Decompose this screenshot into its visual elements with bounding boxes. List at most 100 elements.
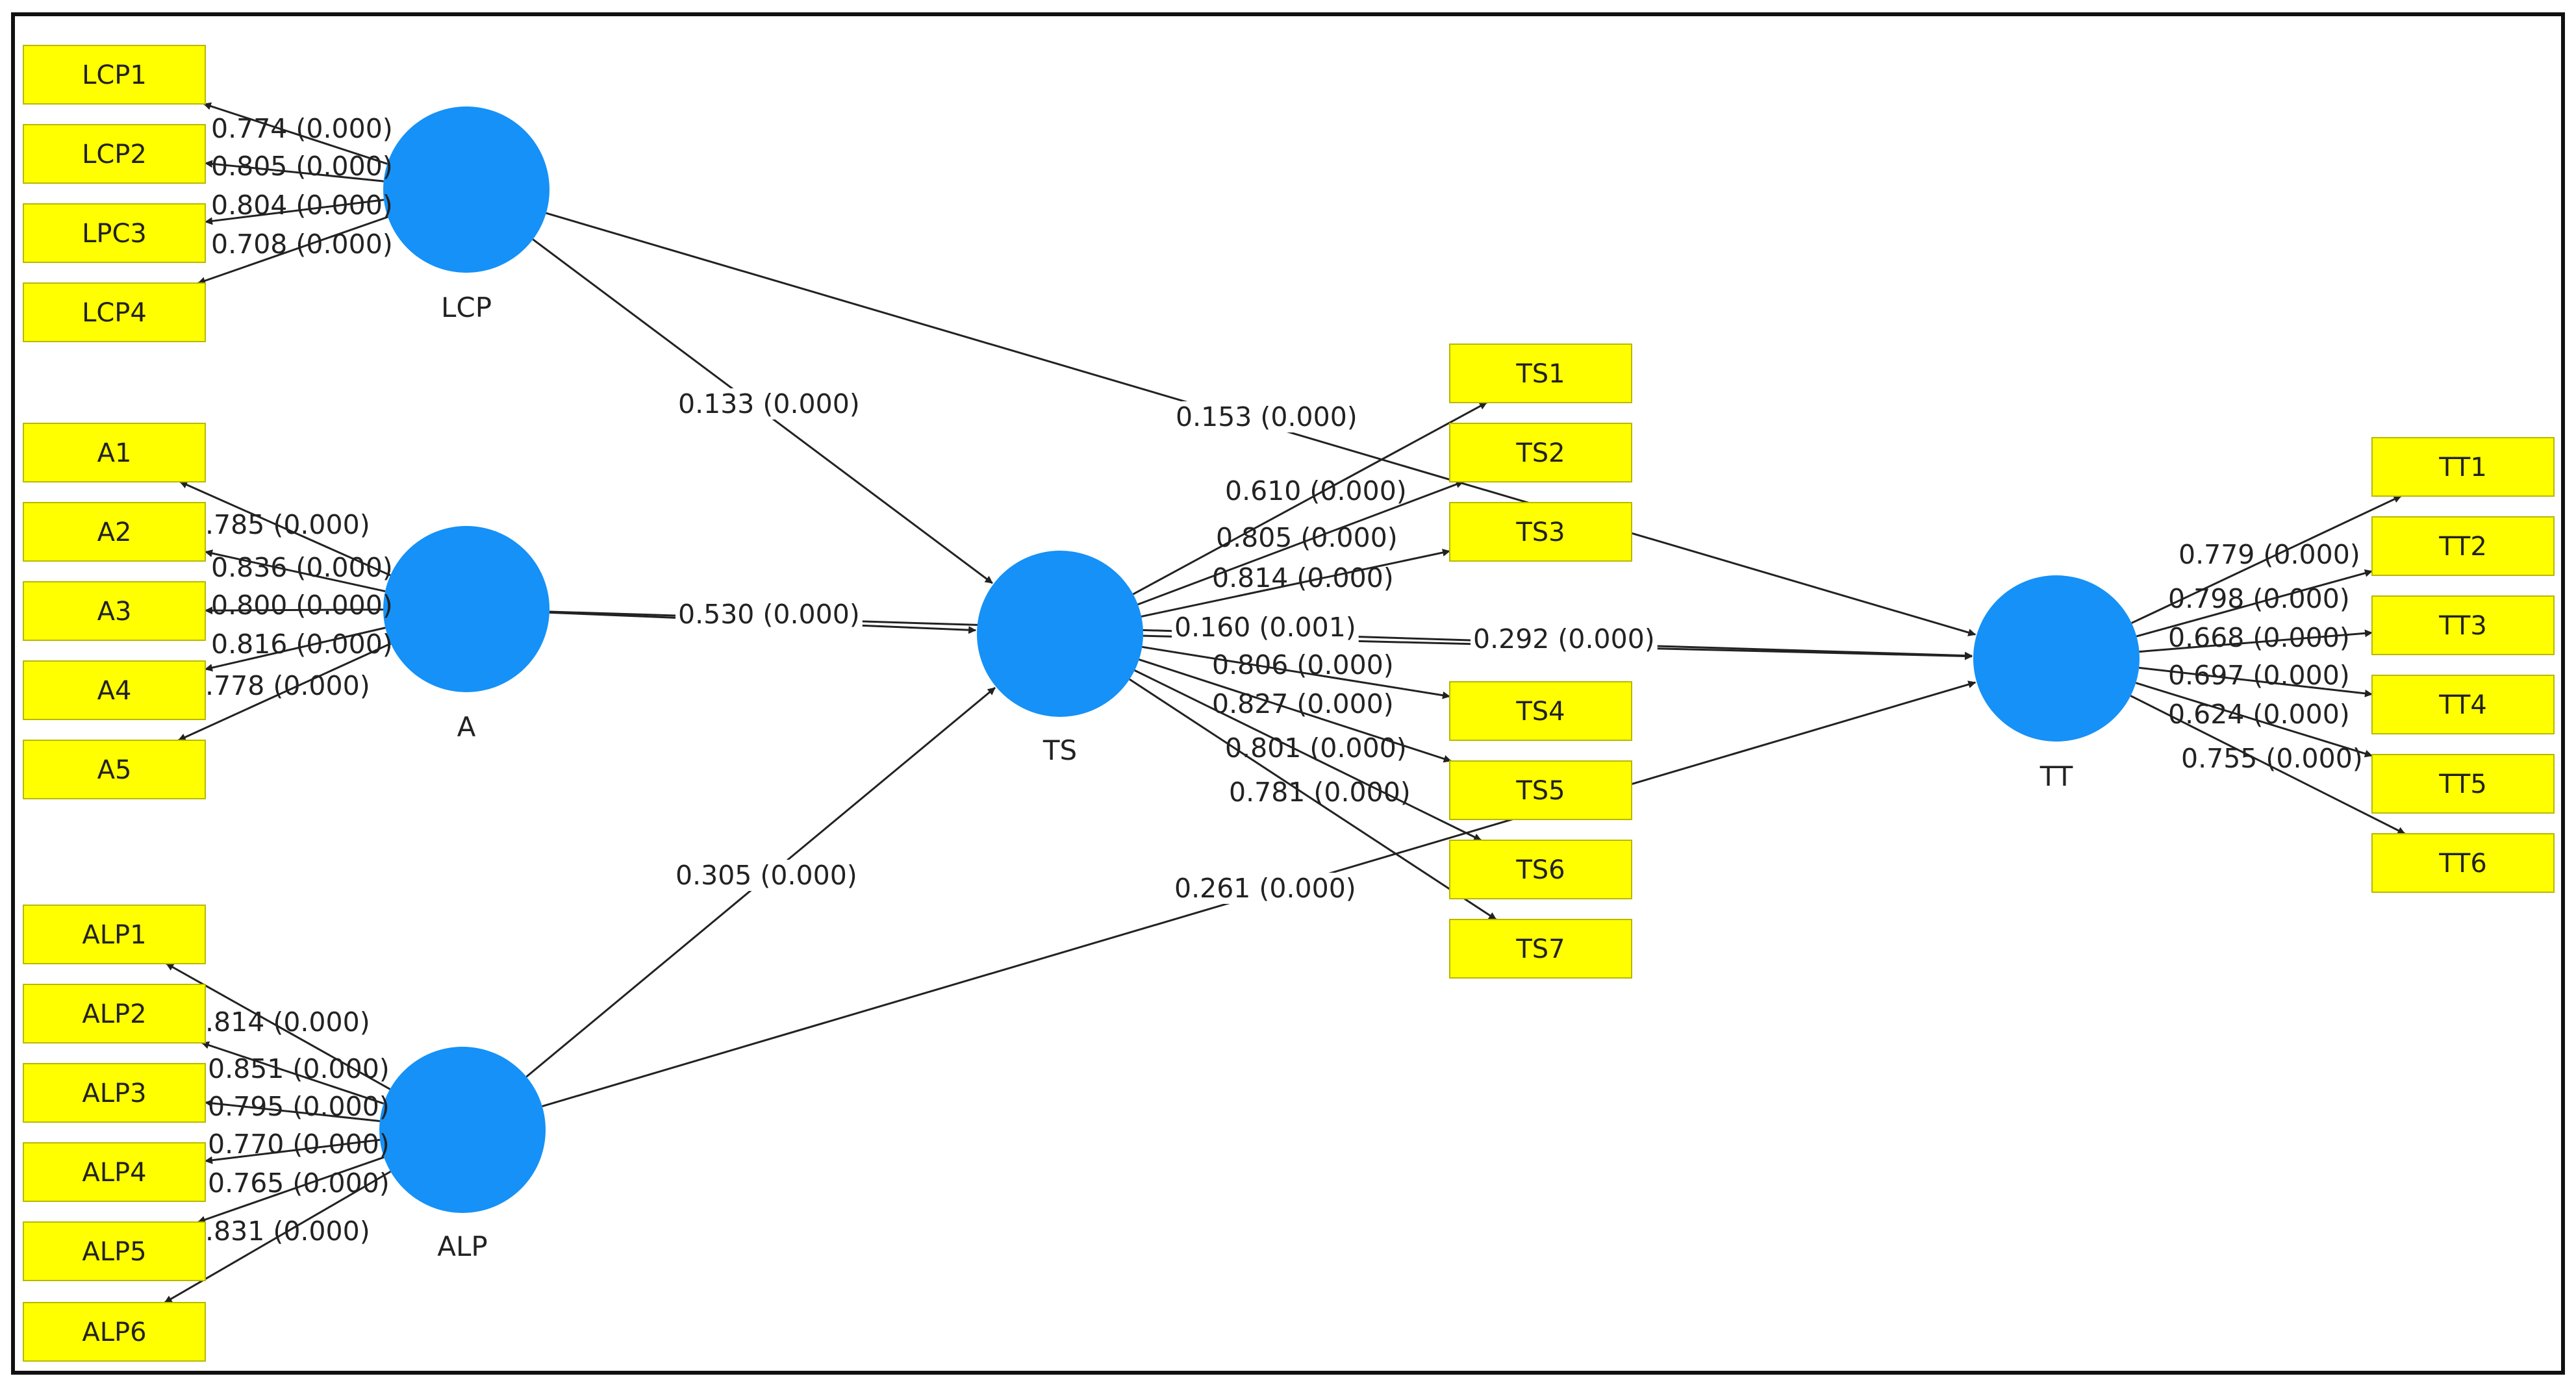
indicator-box-alp4[interactable] xyxy=(23,1142,206,1202)
indicator-box-ts6[interactable] xyxy=(1449,840,1632,899)
loading-value-alp4: 0.770 (0.000) xyxy=(208,1129,390,1160)
loading-value-a1: .785 (0.000) xyxy=(205,509,370,540)
indicator-label-tt6: TT6 xyxy=(2438,849,2487,879)
latent-label-lcp: LCP xyxy=(441,292,492,323)
loading-arrow-ts4 xyxy=(1142,645,1450,699)
indicator-label-tt1: TT1 xyxy=(2438,453,2487,482)
loading-value-alp2: 0.851 (0.000) xyxy=(208,1053,390,1084)
indicator-box-alp6[interactable] xyxy=(23,1302,206,1362)
indicator-box-tt6[interactable] xyxy=(2371,833,2555,893)
indicator-box-tt1[interactable] xyxy=(2371,437,2555,497)
indicator-box-lcp4[interactable] xyxy=(23,282,206,342)
loading-arrow-ts5 xyxy=(1139,658,1452,763)
latent-label-alp: ALP xyxy=(437,1231,487,1262)
coefficient-backdrop xyxy=(1173,401,1360,432)
indicator-label-ts5: TS5 xyxy=(1515,776,1565,806)
loading-arrow-lcp2 xyxy=(205,160,384,182)
indicator-box-ts5[interactable] xyxy=(1449,760,1632,820)
loading-value-ts7: 0.781 (0.000) xyxy=(1229,777,1411,808)
coefficient-backdrop xyxy=(673,860,860,891)
loading-value-tt3: 0.668 (0.000) xyxy=(2168,622,2350,653)
indicator-box-tt5[interactable] xyxy=(2371,754,2555,814)
latent-node-tt[interactable] xyxy=(1973,575,2140,742)
loading-value-a4: 0.816 (0.000) xyxy=(211,629,393,660)
indicator-box-alp3[interactable] xyxy=(23,1063,206,1123)
loading-arrow-alp3 xyxy=(205,1099,380,1122)
indicator-box-ts4[interactable] xyxy=(1449,681,1632,741)
latent-label-ts: TS xyxy=(1042,734,1077,766)
loading-arrow-alp2 xyxy=(201,1041,385,1105)
loading-arrow-tt3 xyxy=(2139,629,2373,653)
loading-value-alp1: .814 (0.000) xyxy=(205,1006,370,1038)
indicator-box-a1[interactable] xyxy=(23,423,206,482)
loading-value-ts3: 0.814 (0.000) xyxy=(1212,562,1394,594)
coefficient-backdrop xyxy=(676,388,863,419)
indicator-box-lpc3[interactable] xyxy=(23,203,206,263)
indicator-box-alp1[interactable] xyxy=(23,905,206,964)
indicator-label-alp6: ALP6 xyxy=(82,1318,146,1347)
indicator-box-ts7[interactable] xyxy=(1449,919,1632,979)
indicator-label-alp3: ALP3 xyxy=(82,1079,146,1108)
indicator-box-a3[interactable] xyxy=(23,581,206,641)
loading-arrow-a3 xyxy=(205,606,384,615)
path-coefficient-a-tt: 0.160 (0.001) xyxy=(1174,612,1356,643)
coefficient-backdrop xyxy=(676,599,863,630)
indicator-label-alp5: ALP5 xyxy=(82,1237,146,1267)
loading-arrow-a1 xyxy=(179,481,391,577)
latent-node-a[interactable] xyxy=(383,526,549,692)
indicator-box-lcp2[interactable] xyxy=(23,124,206,184)
indicator-label-ts7: TS7 xyxy=(1515,934,1565,964)
indicator-label-ts1: TS1 xyxy=(1515,359,1565,389)
path-coefficient-a-ts: 0.530 (0.000) xyxy=(678,599,860,630)
indicator-box-a5[interactable] xyxy=(23,740,206,799)
loading-arrow-lpc3 xyxy=(205,199,385,225)
indicator-box-lcp1[interactable] xyxy=(23,45,206,105)
latent-label-a: A xyxy=(457,711,476,743)
loading-arrow-alp4 xyxy=(205,1138,381,1164)
indicator-label-ts4: TS4 xyxy=(1515,697,1565,727)
loading-arrow-tt1 xyxy=(2131,495,2402,624)
loading-value-tt6: 0.755 (0.000) xyxy=(2181,743,2363,774)
loading-arrow-lcp4 xyxy=(197,216,388,285)
coefficient-backdrop xyxy=(1172,873,1359,904)
loading-arrow-tt6 xyxy=(2130,695,2406,835)
latent-node-alp[interactable] xyxy=(379,1047,546,1213)
indicator-label-lcp1: LCP1 xyxy=(82,60,147,90)
loading-value-ts5: 0.827 (0.000) xyxy=(1212,688,1394,719)
indicator-box-tt2[interactable] xyxy=(2371,516,2555,576)
indicator-label-ts3: TS3 xyxy=(1515,518,1565,547)
loading-value-lcp4: 0.708 (0.000) xyxy=(211,229,393,260)
indicator-label-tt4: TT4 xyxy=(2438,690,2487,720)
indicator-box-a4[interactable] xyxy=(23,660,206,720)
indicator-box-tt3[interactable] xyxy=(2371,595,2555,655)
indicator-box-alp5[interactable] xyxy=(23,1221,206,1281)
latent-node-ts[interactable] xyxy=(977,551,1143,717)
loading-value-alp6: .831 (0.000) xyxy=(205,1216,370,1247)
loading-value-ts4: 0.806 (0.000) xyxy=(1212,649,1394,681)
indicator-label-a5: A5 xyxy=(97,755,132,785)
indicator-box-ts3[interactable] xyxy=(1449,502,1632,562)
indicator-box-ts1[interactable] xyxy=(1449,344,1632,403)
indicator-label-ts6: TS6 xyxy=(1515,855,1565,885)
loading-value-ts2: 0.805 (0.000) xyxy=(1216,522,1398,553)
loading-arrow-ts1 xyxy=(1132,401,1487,595)
coefficient-backdrop xyxy=(1172,612,1359,643)
loading-value-tt4: 0.697 (0.000) xyxy=(2168,660,2350,691)
loading-arrow-a4 xyxy=(205,627,386,672)
indicator-label-lcp4: LCP4 xyxy=(82,298,147,328)
loading-value-alp3: 0.795 (0.000) xyxy=(208,1091,390,1122)
indicator-box-alp2[interactable] xyxy=(23,984,206,1043)
indicator-box-tt4[interactable] xyxy=(2371,675,2555,734)
indicator-label-lpc3: LPC3 xyxy=(82,219,147,249)
loading-arrow-alp5 xyxy=(197,1156,385,1224)
indicator-label-ts2: TS2 xyxy=(1515,438,1565,468)
loading-value-tt5: 0.624 (0.000) xyxy=(2168,699,2350,730)
indicator-label-a4: A4 xyxy=(97,676,132,706)
indicator-label-a1: A1 xyxy=(97,438,132,468)
indicator-label-tt5: TT5 xyxy=(2438,769,2487,799)
indicator-box-a2[interactable] xyxy=(23,502,206,562)
indicator-box-ts2[interactable] xyxy=(1449,423,1632,482)
loading-value-lpc3: 0.804 (0.000) xyxy=(211,190,393,221)
latent-node-lcp[interactable] xyxy=(383,106,549,273)
